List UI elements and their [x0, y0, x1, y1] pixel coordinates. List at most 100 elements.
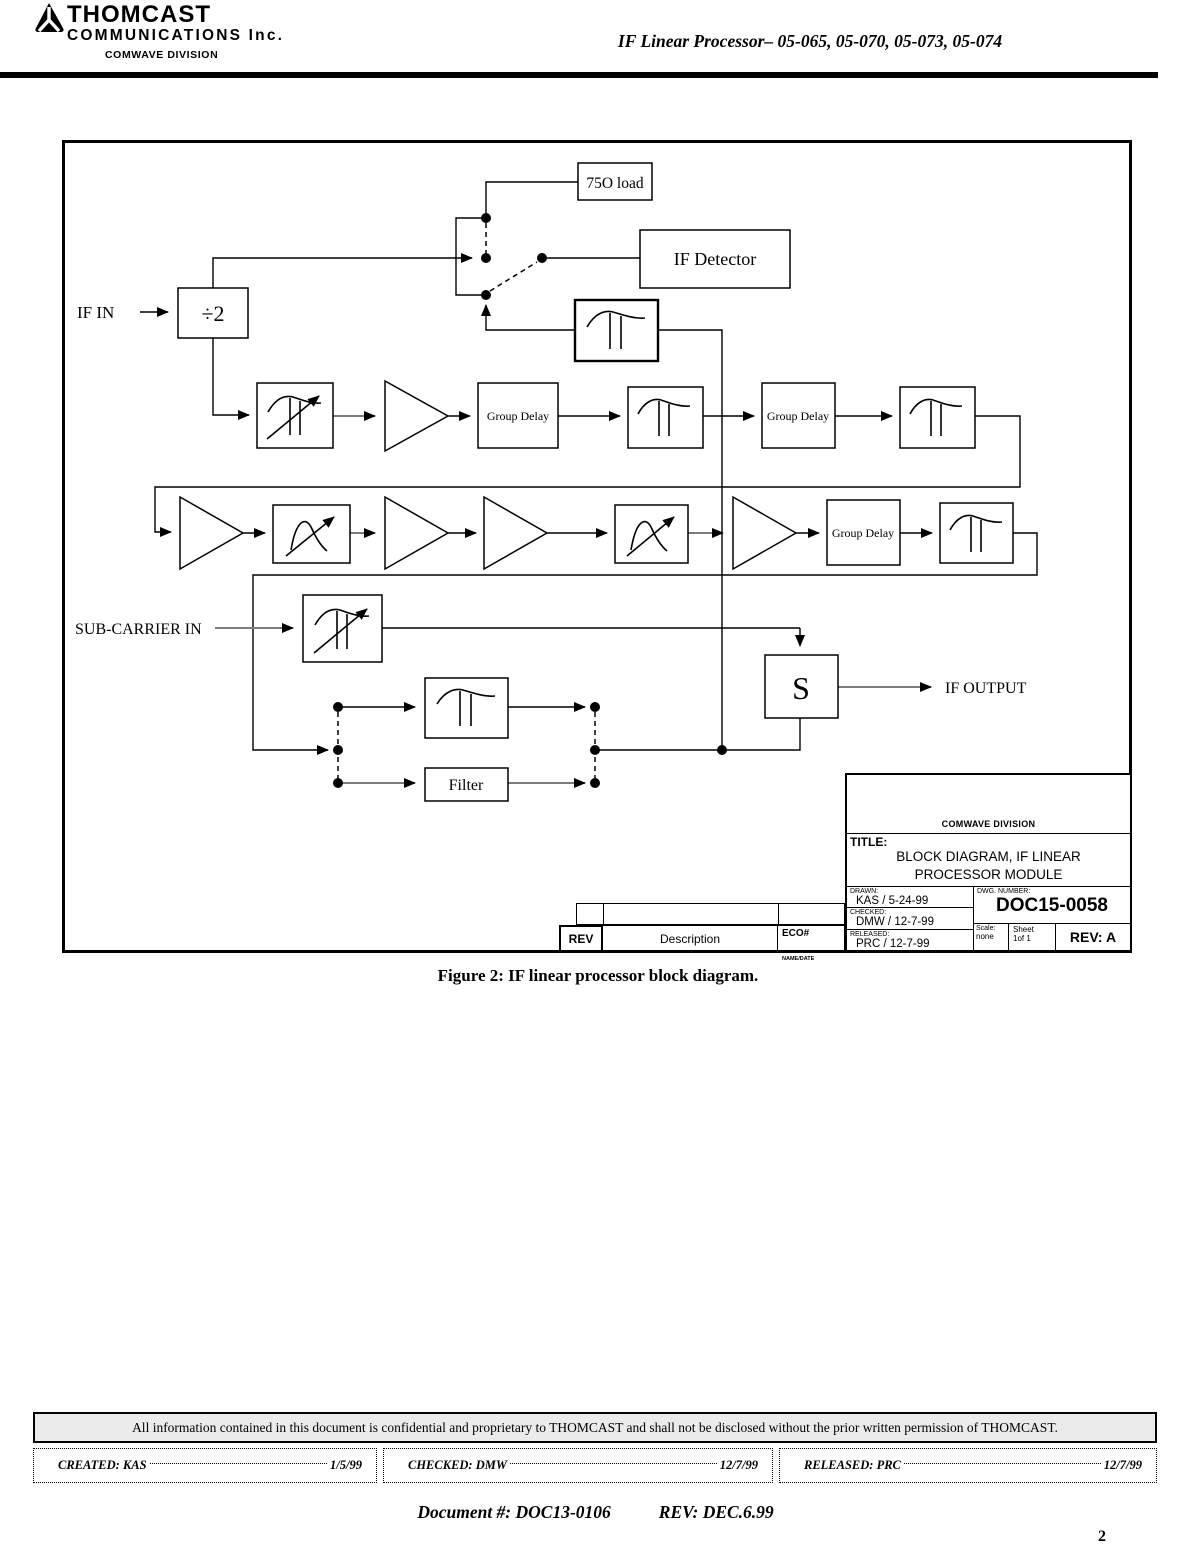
checked-label: CHECKED: [850, 909, 887, 917]
checked-footer-date: 12/7/99 [719, 1458, 758, 1472]
checked-cell: CHECKED: DMW / 12-7-99 [847, 908, 973, 930]
created-cell: CREATED: KAS 1/5/99 [33, 1448, 377, 1483]
document-number: Document #: DOC13-0106 [417, 1502, 611, 1522]
sub-carrier-in-label: SUB-CARRIER IN [75, 621, 202, 638]
released-footer-date: 12/7/99 [1103, 1458, 1142, 1472]
title-line2: PROCESSOR MODULE [914, 867, 1063, 882]
filter-box [424, 767, 509, 802]
brand-subtitle: COMMUNICATIONS Inc. [67, 27, 285, 44]
title-block-title-cell: TITLE: BLOCK DIAGRAM, IF LINEAR PROCESSO… [847, 834, 1130, 887]
gray-wires [215, 411, 932, 788]
brand-name: THOMCAST [67, 1, 211, 28]
wires [140, 181, 1038, 755]
bandpass-filter-icon [586, 310, 646, 349]
checked-value: DMW / 12-7-99 [856, 916, 934, 929]
divide-by-2-label: ÷2 [201, 301, 224, 326]
created-date: 1/5/99 [330, 1458, 362, 1472]
title-block: COMWAVE DIVISION TITLE: BLOCK DIAGRAM, I… [845, 773, 1132, 952]
released-cell: RELEASED: PRC / 12-7-99 [847, 930, 973, 950]
load-label: 75O load [586, 175, 644, 192]
title-label: TITLE: [850, 835, 888, 849]
scale-cell: Scale: none [974, 924, 1009, 950]
created-label: CREATED: KAS [58, 1458, 147, 1472]
revision-empty-cell [603, 903, 778, 925]
if-detector-box [639, 229, 791, 289]
group-delay-label: Group Delay [832, 526, 894, 540]
bandpass-filter-box [899, 386, 976, 449]
dwg-number: DOC15-0058 [996, 895, 1108, 916]
tunable-filter-icon [266, 395, 322, 440]
scale-value: none [976, 932, 994, 941]
revision-strip-header-row: REV Description ECO# NAME/DATE [559, 925, 845, 962]
sheet-value: 1of 1 [1013, 934, 1031, 943]
bandpass-filter-icon [436, 688, 496, 726]
summer-label: S [792, 670, 810, 706]
group-delay-box [477, 382, 559, 449]
dotted-leader [903, 1463, 1101, 1464]
summer-box [764, 654, 839, 719]
eco-column-header: ECO# NAME/DATE [778, 925, 845, 962]
group-delay-box [826, 499, 901, 566]
eco-label: ECO# [782, 928, 810, 939]
divide-by-2-box [177, 287, 249, 339]
revision-empty-cell [576, 903, 603, 925]
document-number-line: Document #: DOC13-0106 REV: DEC.6.99 [0, 1502, 1191, 1523]
junction-dots [333, 213, 727, 788]
bandpass-filter-icon [909, 398, 963, 436]
revision-empty-cell [778, 903, 845, 925]
checked-footer-label: CHECKED: DMW [408, 1458, 507, 1472]
variable-attenuator-icon [285, 516, 335, 557]
sheet-label: Sheet [1013, 925, 1034, 934]
dotted-leader [149, 1463, 328, 1464]
variable-attenuator-icon [626, 516, 675, 557]
bandpass-filter-box [573, 298, 660, 363]
released-label: RELEASED: [850, 930, 890, 938]
dwg-column: DWG. NUMBER: DOC15-0058 Scale: none Shee… [974, 887, 1130, 950]
variable-attenuator-box [272, 504, 351, 564]
document-title: IF Linear Processor– 05-065, 05-070, 05-… [617, 31, 1003, 51]
title-block-bottom: DRAWN: KAS / 5-24-99 CHECKED: DMW / 12-7… [847, 887, 1130, 950]
dotted-leader [509, 1463, 717, 1464]
group-delay-box [761, 382, 836, 449]
document-rev: REV: DEC.6.99 [658, 1502, 774, 1522]
signature-column: DRAWN: KAS / 5-24-99 CHECKED: DMW / 12-7… [847, 887, 974, 950]
revision-strip-empty-row [576, 903, 845, 925]
released-value: PRC / 12-7-99 [856, 937, 930, 950]
amplifier-icon [179, 379, 798, 571]
drawn-label: DRAWN: [850, 888, 879, 895]
group-delay-label: Group Delay [487, 409, 549, 423]
title-line1: BLOCK DIAGRAM, IF LINEAR [896, 849, 1081, 864]
scale-label: Scale: [976, 925, 996, 932]
rev-cell: REV: A [1069, 929, 1117, 945]
thomcast-logo-icon [35, 3, 64, 33]
drawn-cell: DRAWN: KAS / 5-24-99 [847, 887, 973, 909]
checked-footer-cell: CHECKED: DMW 12/7/99 [383, 1448, 773, 1483]
bandpass-filter-box [627, 386, 704, 449]
released-footer-cell: RELEASED: PRC 12/7/99 [779, 1448, 1157, 1483]
description-column-header: Description [603, 925, 778, 952]
dwg-number-cell: DWG. NUMBER: DOC15-0058 [974, 887, 1130, 924]
bandpass-filter-icon [949, 514, 1003, 552]
filter-label: Filter [449, 777, 484, 794]
drawn-value: KAS / 5-24-99 [856, 895, 929, 907]
tunable-filter-icon [313, 608, 370, 654]
switch-dashed-links [337, 223, 596, 778]
bandpass-filter-box [939, 502, 1014, 564]
filter-symbols [266, 310, 1003, 726]
confidentiality-bar: All information contained in this docume… [33, 1412, 1157, 1443]
brand-division: COMWAVE DIVISION [105, 49, 219, 61]
variable-attenuator-box [614, 504, 689, 564]
bandpass-filter-box [424, 677, 509, 739]
scale-sheet-rev-row: Scale: none Sheet 1of 1 REV: A [974, 924, 1130, 950]
released-footer-label: RELEASED: PRC [804, 1458, 901, 1472]
figure-caption: Figure 2: IF linear processor block diag… [437, 966, 759, 985]
if-output-label: IF OUTPUT [945, 680, 1027, 697]
bandpass-filter-icon [637, 398, 691, 436]
if-detector-label: IF Detector [674, 249, 756, 269]
sheet-cell: Sheet 1of 1 [1009, 924, 1056, 950]
rev-column-header: REV [559, 925, 603, 952]
header-rule [0, 72, 1158, 78]
revision-strip: REV Description ECO# NAME/DATE [559, 903, 845, 962]
dwg-number-label: DWG. NUMBER: [977, 888, 1031, 895]
